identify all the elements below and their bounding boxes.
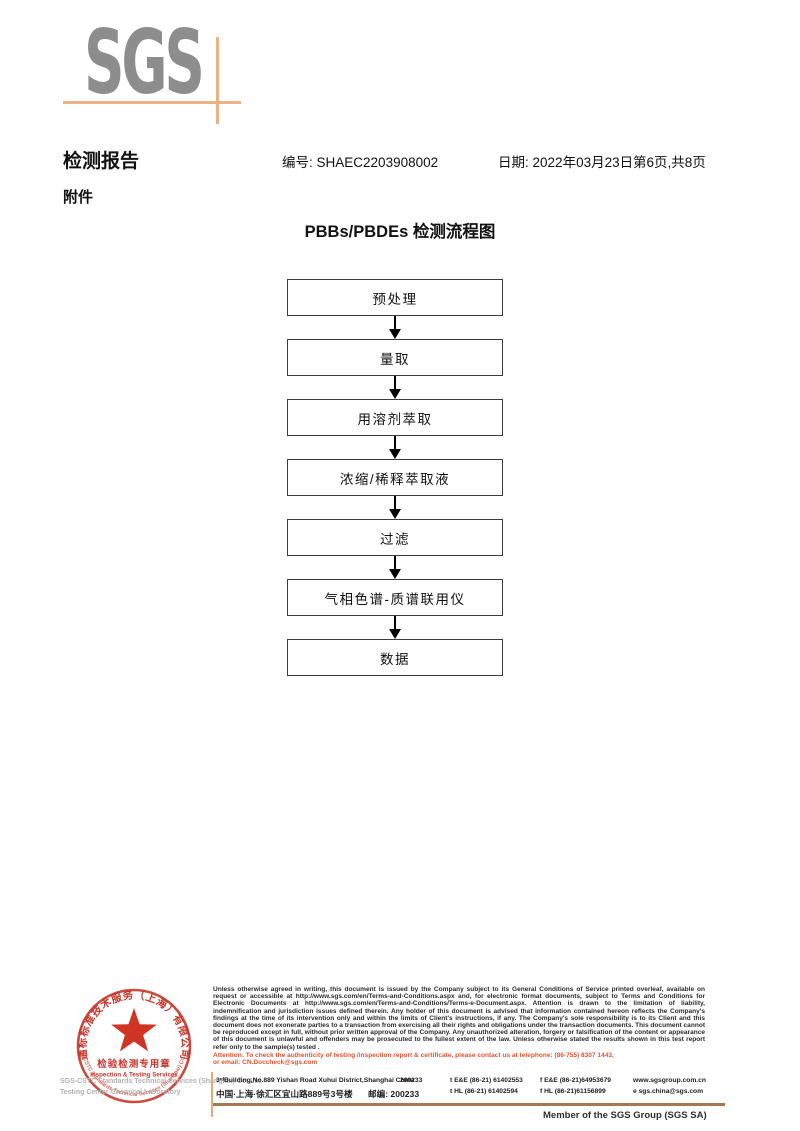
flow-arrow-down-icon [389, 316, 401, 339]
page-indicator: 第6页,共8页 [633, 155, 706, 170]
footer-company-lab: Testing Center-Chemical Laboratory [60, 1089, 181, 1096]
email-address: e sgs.china@sgs.com [633, 1088, 704, 1095]
report-date-label: 日期: [498, 155, 529, 170]
fax-cn: f HL (86-21)61156899 [540, 1088, 606, 1095]
footer-company-name: SGS-CSTC Standards Technical Services (S… [60, 1078, 263, 1085]
website-url: www.sgsgroup.com.cn [633, 1077, 706, 1084]
attention-line2: or email: CN.Doccheck@sgs.com [213, 1059, 318, 1067]
report-date-value: 2022年03月23日 [532, 155, 634, 170]
fax-en: f E&E (86-21)64953679 [540, 1077, 612, 1084]
flow-step-box: 预处理 [287, 279, 503, 316]
flowchart-title: PBBs/PBDEs 检测流程图 [304, 223, 496, 241]
flowchart-steps: 预处理量取用溶剂萃取浓缩/稀释萃取液过滤气相色谱-质谱联用仪数据 [287, 279, 503, 676]
postal-cn: 邮编: 200233 [368, 1089, 420, 1099]
flow-arrow-down-icon [389, 616, 401, 639]
stamp-center-line1: 检验检测专用章 [97, 1058, 171, 1070]
telephone-cn: t HL (86-21) 61402594 [450, 1088, 518, 1095]
address-en: 3ʳᵈBuilding,No.889 Yishan Road Xuhui Dis… [216, 1077, 415, 1084]
logo-vertical-line [216, 37, 219, 124]
sgs-member-text: Member of the SGS Group (SGS SA) [543, 1110, 707, 1121]
report-date: 日期: 2022年03月23日 [498, 151, 633, 171]
stamp-center-line2: Inspection & Testing Services [90, 1072, 178, 1079]
report-number-label: 编号: [282, 155, 313, 170]
address-left-rule [211, 1072, 213, 1117]
flow-step-box: 浓缩/稀释萃取液 [287, 459, 503, 496]
inspection-stamp-seal: 通标标准技术服务（上海）有限公司 检验检测专用章 Inspection & Te… [57, 968, 192, 1104]
sgs-logo: SGS [84, 11, 205, 114]
report-number-value: SHAEC2203908002 [316, 155, 439, 170]
flow-step-box: 过滤 [287, 519, 503, 556]
logo-horizontal-line [63, 101, 241, 104]
flow-step-box: 量取 [287, 339, 503, 376]
stamp-star-icon [111, 1008, 157, 1052]
legal-disclaimer: Unless otherwise agreed in writing, this… [213, 986, 705, 1066]
legal-disclaimer-text: Unless otherwise agreed in writing, this… [213, 986, 705, 1051]
attachment-label: 附件 [63, 189, 94, 206]
address-cn: 中国·上海·徐汇区宜山路889号3号楼 [216, 1089, 353, 1099]
attention-line1: Attention: To check the authenticity of … [213, 1051, 614, 1059]
postal-en: 200233 [400, 1077, 423, 1084]
flow-arrow-down-icon [389, 556, 401, 579]
flow-arrow-down-icon [389, 436, 401, 459]
flow-step-box: 气相色谱-质谱联用仪 [287, 579, 503, 616]
report-title: 检测报告 [63, 151, 140, 172]
telephone-en: t E&E (86-21) 61402553 [450, 1077, 523, 1084]
footer-divider-line [213, 1103, 725, 1106]
flow-step-box: 用溶剂萃取 [287, 399, 503, 436]
flow-step-box: 数据 [287, 639, 503, 676]
flow-arrow-down-icon [389, 376, 401, 399]
flow-arrow-down-icon [389, 496, 401, 519]
report-number: 编号: SHAEC2203908002 [282, 151, 438, 171]
